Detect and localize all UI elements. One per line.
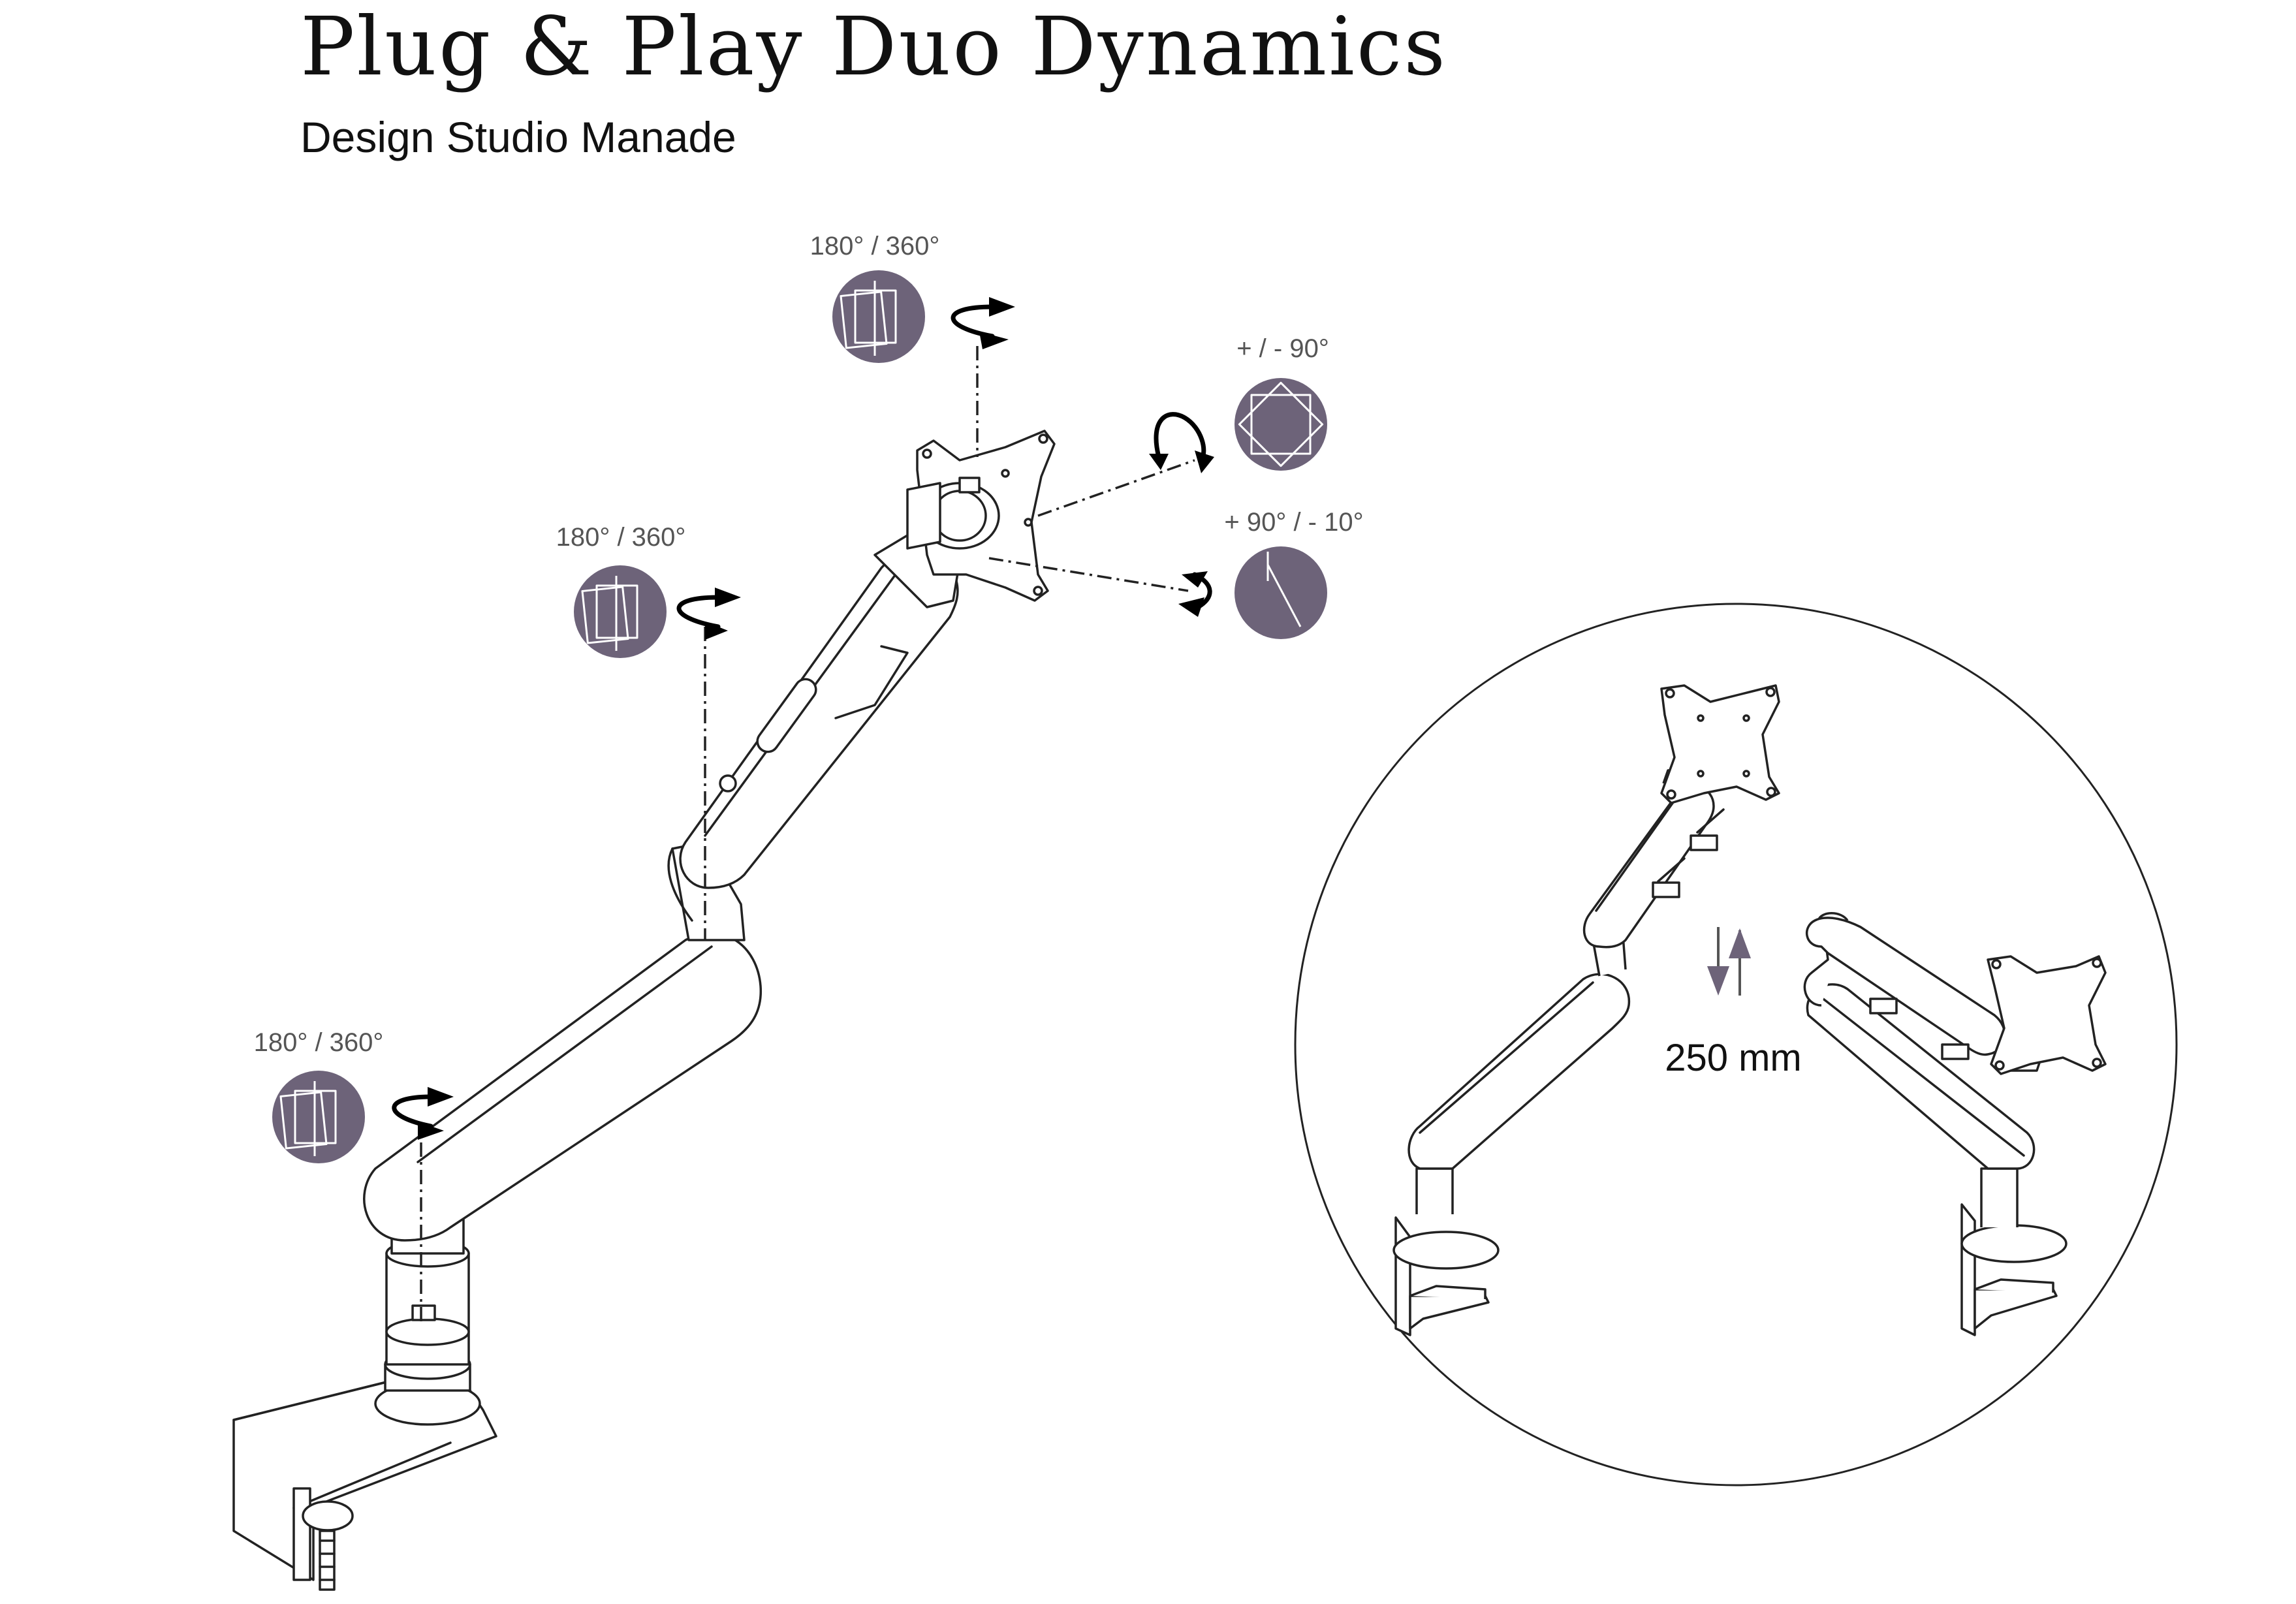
tilt-axis	[988, 557, 1189, 592]
page-subtitle: Design Studio Manade	[300, 113, 736, 161]
rotate-label: + / - 90°	[1236, 334, 1329, 363]
rotate-icon	[1234, 378, 1327, 471]
base-swivel-label: 180° / 360°	[254, 1028, 384, 1057]
swivel-arrow-mid	[676, 588, 741, 640]
tilt-arrow	[1178, 571, 1212, 617]
height-adjustment-inset: 250 mm	[1294, 603, 2178, 1486]
clamp-screw	[292, 1487, 311, 1581]
lowered-arm-illustration	[1803, 912, 2107, 1336]
mid-swivel-label: 180° / 360°	[556, 523, 686, 552]
height-adjustment-label: 250 mm	[1665, 1037, 1802, 1079]
swivel-arrow-base	[392, 1087, 454, 1140]
swivel-icon	[574, 565, 667, 658]
swivel-arrow-top	[951, 297, 1015, 349]
height-arrows-icon	[1707, 927, 1751, 996]
top-swivel-label: 180° / 360°	[810, 232, 940, 260]
rotate-arrow	[1149, 412, 1214, 473]
page-title: Plug & Play Duo Dynamics	[300, 0, 1447, 94]
rotate-axis	[1037, 459, 1195, 517]
raised-arm-illustration	[1392, 684, 1780, 1336]
tilt-icon	[1234, 546, 1327, 639]
lower-arm	[363, 932, 763, 1242]
main-arm-illustration	[232, 346, 1195, 1591]
swivel-icon	[832, 270, 925, 363]
tilt-label: + 90° / - 10°	[1224, 508, 1363, 537]
swivel-icon	[272, 1071, 365, 1163]
